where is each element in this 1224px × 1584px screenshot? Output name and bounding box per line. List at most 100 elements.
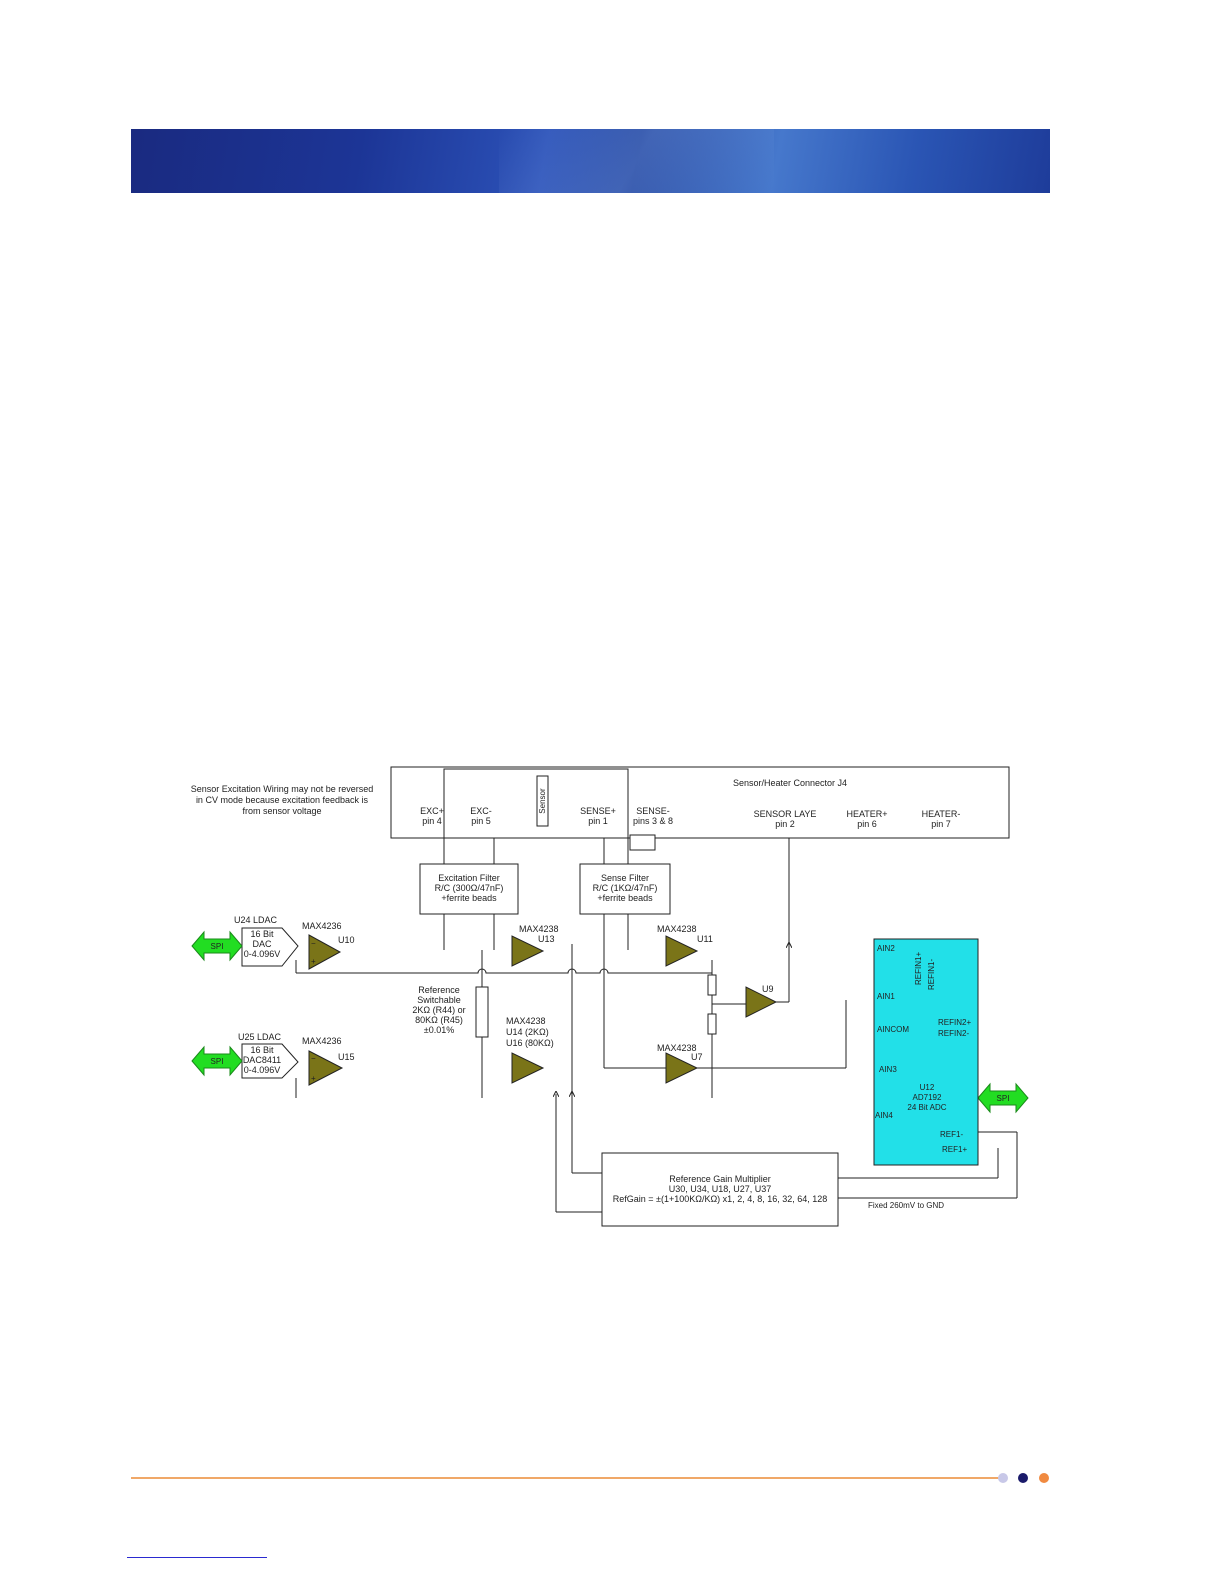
adc-part: AD7192 (913, 1093, 942, 1102)
exc-filter-l2: R/C (300Ω/47nF) (435, 883, 504, 893)
adc-ain1: AIN1 (877, 992, 895, 1001)
spi-left-2-label: SPI (211, 1057, 224, 1066)
amp-u9 (745, 986, 778, 1018)
gain-l2: U30, U34, U18, U27, U37 (669, 1184, 772, 1194)
gain-l3: RefGain = ±(1+100KΩ/KΩ) x1, 2, 4, 8, 16,… (613, 1194, 828, 1204)
u11-ref: U11 (697, 934, 713, 944)
dac2-l3: 0-4.096V (244, 1065, 281, 1075)
amp-u10 (308, 934, 342, 970)
u11-name: MAX4238 (657, 924, 697, 934)
pin-sense-minus: SENSE- (636, 806, 670, 816)
pin-exc-minus-num: pin 5 (471, 816, 491, 826)
mid-amp-ref2: U16 (80KΩ) (506, 1038, 554, 1048)
dac1-header: U24 LDAC (234, 915, 278, 925)
sense-minus-block (629, 834, 656, 851)
pin-heater-minus-num: pin 7 (931, 819, 951, 829)
sensor-label: Sensor (538, 788, 547, 814)
dac2-header: U25 LDAC (238, 1032, 282, 1042)
reference-l1: Reference (418, 985, 460, 995)
adc-ain3: AIN3 (879, 1065, 897, 1074)
connector-pins: EXC+ pin 4 EXC- pin 5 SENSE+ pin 1 SENSE… (420, 806, 960, 829)
dac-u25: U25 LDAC 16 Bit DAC8411 0-4.096V MAX4236… (238, 1032, 355, 1079)
dac1-l2: DAC (252, 939, 272, 949)
pin-sense-plus-num: pin 1 (588, 816, 608, 826)
pin-sensor-laye: SENSOR LAYE (754, 809, 817, 819)
amp-u7 (665, 1052, 699, 1084)
adc-refin1m: REFIN1- (927, 959, 936, 990)
amp-u15 (308, 1050, 344, 1086)
adc-refin1p: REFIN1+ (914, 952, 923, 985)
connector-box (390, 766, 1010, 839)
u13-ref: U13 (538, 934, 555, 944)
note-line-3: from sensor voltage (242, 806, 321, 816)
sensor-element (536, 775, 549, 827)
u15-plus: + (311, 1074, 316, 1083)
pin-exc-plus-num: pin 4 (422, 816, 442, 826)
wires (295, 838, 1018, 1213)
adc-refin2p: REFIN2+ (938, 1018, 971, 1027)
adc-block (873, 938, 979, 1166)
pin-sensor-laye-num: pin 2 (775, 819, 795, 829)
dac2-l1: 16 Bit (250, 1045, 274, 1055)
sense-filter-l1: Sense Filter (601, 873, 649, 883)
spi-arrow-right: SPI (977, 1082, 1029, 1114)
pin-heater-plus: HEATER+ (846, 809, 887, 819)
reference-label: Reference Switchable 2KΩ (R44) or 80KΩ (… (412, 985, 465, 1035)
adc-ain4: AIN4 (875, 1111, 893, 1120)
sense-filter-box (579, 863, 671, 915)
sense-filter-l3: +ferrite beads (597, 893, 653, 903)
gain-multiplier-box (601, 1152, 839, 1227)
sense-filter-l2: R/C (1KΩ/47nF) (593, 883, 658, 893)
adc-refin2m: REFIN2- (938, 1029, 969, 1038)
divider-resistor-top (707, 974, 717, 996)
u7-name: MAX4238 (657, 1043, 697, 1053)
dac1-l1: 16 Bit (250, 929, 274, 939)
adc-u12: U12 (920, 1083, 935, 1092)
adc-ain2: AIN2 (877, 944, 895, 953)
reference-resistor (475, 986, 489, 1038)
dac1-ref: U10 (338, 935, 355, 945)
gain-l1: Reference Gain Multiplier (669, 1174, 771, 1184)
note-line-2: in CV mode because excitation feedback i… (196, 795, 369, 805)
dac1-l3: 0-4.096V (244, 949, 281, 959)
pin-heater-minus: HEATER- (922, 809, 961, 819)
connector-title: Sensor/Heater Connector J4 (733, 778, 847, 788)
footer-link-underline[interactable] (127, 1557, 267, 1558)
amplifiers (308, 934, 778, 1086)
divider-resistor-bottom (707, 1013, 717, 1035)
dac2-ref: U15 (338, 1052, 355, 1062)
dac-u24: U24 LDAC 16 Bit DAC 0-4.096V MAX4236 U10 (234, 915, 355, 967)
amp-u14-u16 (511, 1052, 545, 1084)
spi-left-1-label: SPI (211, 942, 224, 951)
amp-u13 (511, 935, 545, 967)
exc-filter-l1: Excitation Filter (438, 873, 500, 883)
fixed-label: Fixed 260mV to GND (868, 1201, 944, 1210)
u10-plus: + (311, 957, 316, 966)
adc-aincom: AINCOM (877, 1025, 909, 1034)
reference-l5: ±0.01% (424, 1025, 454, 1035)
spi-arrow-left-1: SPI (191, 930, 243, 962)
note-line-1: Sensor Excitation Wiring may not be reve… (191, 784, 374, 794)
u10-minus: − (311, 939, 316, 948)
u9-ref: U9 (762, 984, 774, 994)
u15-minus: − (311, 1054, 316, 1063)
dac1-amp: MAX4236 (302, 921, 342, 931)
mid-amp-ref1: U14 (2KΩ) (506, 1027, 549, 1037)
pin-exc-plus: EXC+ (420, 806, 444, 816)
adc-ref1p: REF1+ (942, 1145, 967, 1154)
pin-sense-plus: SENSE+ (580, 806, 616, 816)
footer-rule (131, 1477, 999, 1479)
footer-dot-navy (1018, 1473, 1028, 1483)
sensor-loop-wire (443, 768, 629, 838)
reference-l2: Switchable (417, 995, 461, 1005)
dac2-l2: DAC8411 (243, 1055, 281, 1065)
amp-u11 (665, 935, 699, 967)
pin-sense-minus-num: pins 3 & 8 (633, 816, 673, 826)
excitation-filter-box (419, 863, 519, 915)
mid-amp-name: MAX4238 (506, 1016, 546, 1026)
reference-l3: 2KΩ (R44) or (412, 1005, 465, 1015)
spi-right-label: SPI (997, 1094, 1010, 1103)
dac2-amp: MAX4236 (302, 1036, 342, 1046)
spi-arrow-left-2: SPI (191, 1045, 243, 1077)
adc-desc: 24 Bit ADC (907, 1103, 946, 1112)
